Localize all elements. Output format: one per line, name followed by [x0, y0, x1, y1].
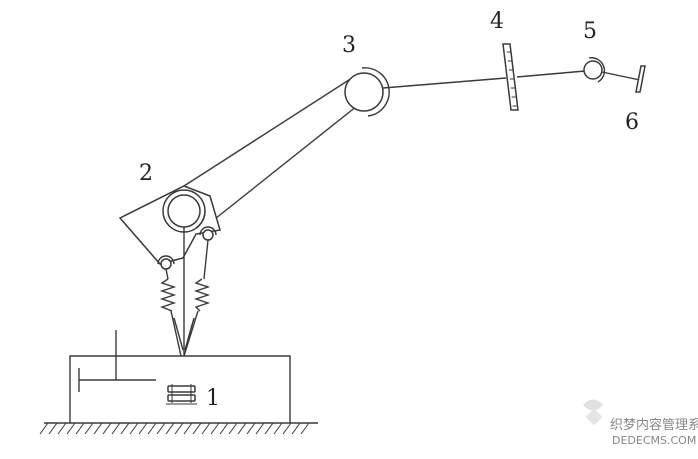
needle-inner-right	[184, 317, 195, 351]
joint-3	[344, 67, 390, 117]
label-3: 3	[342, 33, 356, 58]
pivot-left-arc	[157, 255, 175, 265]
end-plate-6	[601, 65, 646, 93]
joint-3-arc	[361, 67, 390, 117]
hatch-line	[255, 422, 265, 435]
arm-top-edge	[183, 77, 353, 187]
workpiece-layer-bottom	[167, 394, 196, 402]
watermark: 织梦内容管理系统 DEDECMS.COM	[583, 399, 698, 447]
hatch-line	[156, 422, 166, 435]
joint-2-arc	[195, 210, 206, 229]
spring-left-coil	[159, 278, 177, 312]
forearm-segment-b	[516, 70, 586, 78]
hatch-line	[75, 422, 85, 435]
hatch-line	[93, 422, 103, 435]
base-outline	[69, 355, 291, 423]
hatch-line	[192, 422, 202, 435]
hatch-line	[183, 422, 193, 435]
joint-5-arc	[588, 57, 606, 83]
label-1: 1	[206, 386, 220, 411]
hatch-line	[39, 422, 49, 435]
hatch-line	[219, 422, 229, 435]
hatch-line	[246, 422, 256, 435]
hatch-line	[84, 422, 94, 435]
arm-bottom-edge	[195, 105, 358, 235]
hatch-line	[300, 422, 310, 435]
ground-hatching	[39, 422, 310, 435]
label-5: 5	[583, 19, 597, 44]
hatch-line	[282, 422, 292, 435]
end-plate-body	[635, 65, 646, 93]
hatch-line	[138, 422, 148, 435]
needle-inner-left	[173, 317, 184, 351]
joint-3-circle	[344, 72, 384, 112]
hatch-line	[291, 422, 301, 435]
hatch-line	[66, 422, 76, 435]
watermark-logo	[583, 399, 603, 426]
ground	[39, 422, 318, 435]
hatch-line	[237, 422, 247, 435]
hatch-line	[165, 422, 175, 435]
pivot-left	[160, 258, 172, 270]
label-4: 4	[490, 9, 504, 34]
hatch-line	[111, 422, 121, 435]
hatch-line	[147, 422, 157, 435]
hatch-line	[273, 422, 283, 435]
pivot-right-arc	[199, 226, 217, 236]
base-box	[69, 330, 291, 423]
hatch-line	[264, 422, 274, 435]
label-6: 6	[625, 110, 639, 135]
needle-right	[183, 310, 199, 357]
forearm-segment-a	[382, 77, 507, 89]
watermark-title: 织梦内容管理系统	[610, 417, 698, 433]
pivot-right	[202, 229, 214, 241]
needle-left	[170, 310, 182, 357]
lower-plate	[118, 185, 221, 356]
hatch-line	[129, 422, 139, 435]
joint-2-inner	[167, 194, 201, 228]
scale-bar-4	[502, 43, 519, 111]
scale-bar-ticks	[506, 51, 517, 107]
hatch-line	[102, 422, 112, 435]
hatch-line	[48, 422, 58, 435]
watermark-url: DEDECMS.COM	[612, 434, 696, 447]
hatch-line	[120, 422, 130, 435]
hatch-line	[201, 422, 211, 435]
scale-bar-body	[502, 43, 519, 111]
upper-arm	[183, 77, 358, 235]
spring-right-coil	[193, 278, 211, 312]
springs	[159, 239, 211, 357]
hatch-line	[210, 422, 220, 435]
label-2: 2	[139, 161, 153, 186]
forearm	[382, 70, 586, 89]
joint-5-circle	[583, 60, 603, 80]
workpiece-layer-top	[167, 385, 196, 393]
spring-right-link	[203, 239, 209, 280]
end-link	[601, 71, 641, 81]
workpiece	[166, 384, 197, 405]
hatch-line	[174, 422, 184, 435]
spring-left-link	[165, 268, 169, 280]
hatch-line	[57, 422, 67, 435]
hatch-line	[228, 422, 238, 435]
joint-5	[583, 57, 606, 83]
